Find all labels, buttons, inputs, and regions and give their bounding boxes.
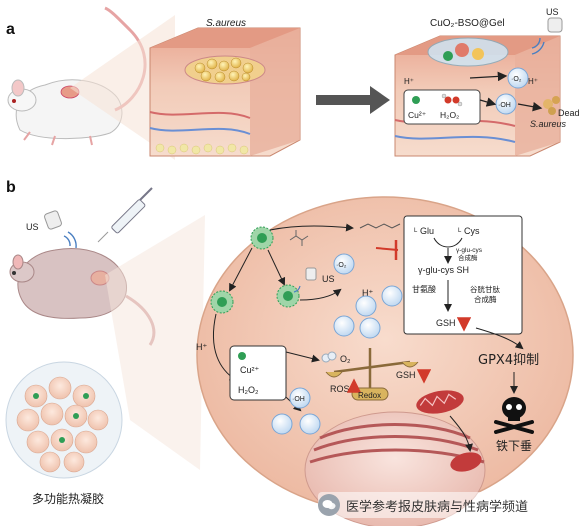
nanoparticle-2-icon [210,290,234,314]
watermark: 医学参考报皮肤病与性病学频道 [318,492,580,518]
h-plus-left-label: H⁺ [196,342,207,352]
h2o2-b-label: H₂O₂ [238,385,259,395]
gsh-synthesis-box [403,215,523,335]
redox-label: Redox [358,391,381,400]
arrow-to-o2-a [469,71,508,82]
arrow-mito-to-nucleus [449,415,473,452]
h2o2-molecule-a-icon [441,93,463,107]
oh-radical-cluster [271,387,321,435]
gpx4-label: GPX4抑制 [478,353,539,368]
skull-icon [494,397,534,434]
us-a-label: US [546,7,559,17]
arrow-np-to-bso [269,223,354,232]
enzyme-2a-label: 谷胱甘肽 [470,284,500,294]
watermark-text: 医学参考报皮肤病与性病学频道 [346,499,529,515]
enzyme-1a-label: γ-glu-cys [456,247,483,254]
glu-label: Glu [420,226,434,236]
zoom-cone [70,15,175,160]
gel-name-label: CuO₂-BSO@Gel [430,18,505,29]
panel-b-label: b [6,179,16,196]
arrow-to-oh-a [479,97,497,107]
reaction-box-b [229,345,287,401]
ultrasound-probe-b-icon [44,210,77,249]
dead-label: Dead [558,108,580,118]
cu-b-label: Cu²⁺ [240,365,260,375]
o2-gas-label: O₂ [340,354,351,364]
bacteria-label: S.aureus [206,18,246,29]
oh-radical-a-label: ·OH [498,102,511,109]
syringe-icon [97,187,153,243]
h-plus-a2-label: H⁺ [528,77,538,86]
gel-caption: 多功能热凝胶 [32,491,104,506]
ros-label: ROS [330,384,350,394]
arrow-np1-to-np3 [267,249,286,286]
ferroptosis-label: 铁下垂 [496,439,532,453]
cu-a-label: Cu²⁺ [408,110,427,120]
dead-bacteria-icon [543,96,560,115]
l-prefix-cys: L [458,228,462,234]
panel-a-label: a [6,21,15,38]
arrow-to-dead-a [517,101,543,112]
arrow-np1-to-np2 [229,247,253,292]
mitochondria-icon [416,390,482,472]
arrow-np3-to-radicals [299,288,342,301]
gsh-scale-label: GSH [396,370,416,380]
zoom-wedge [105,215,205,470]
o2-gas-icon [321,351,337,363]
l-prefix-glu: L [414,228,418,234]
dead-bacteria-label: S.aureus [530,119,567,129]
skin-block-infected [149,27,301,157]
glycine-label: 甘氨酸 [412,284,436,294]
ultrasound-probe-cell-icon [293,267,317,293]
arrow-to-o2-gas [285,351,320,363]
us-b-label: US [26,222,39,232]
gsh-box-label: GSH [436,318,456,328]
copper-ion-a-icon [412,96,420,104]
glu-cys-join [433,237,463,248]
dipeptide-label: γ-glu-cys SH [418,265,469,275]
enzyme-2b-label: 合成酶 [474,294,497,304]
arrow-to-gpx4 [475,327,524,350]
hydrogel-sphere [5,361,123,479]
h2o2-a-label: H₂O₂ [440,110,459,120]
nanoparticle-1-icon [250,226,274,250]
bso-molecule-icon [289,223,401,246]
h-plus-a1-label: H⁺ [404,77,414,86]
cys-label: Cys [464,226,480,236]
o2-radical-label: ·O₂ [336,262,347,269]
treatment-arrow [316,86,390,114]
us-cell-label: US [322,274,335,284]
oh-radical-label: ·OH [292,396,305,403]
wechat-icon [318,494,340,516]
ultrasound-probe-a-icon [531,17,563,55]
o2-radical-cluster [333,253,403,339]
enzyme-1b-label: 合成酶 [458,253,478,262]
nanoparticle-3-icon [276,284,300,308]
o2-radical-a-icon [507,67,529,89]
reaction-box-a [403,89,481,125]
inhibit-line [375,247,399,251]
h-plus-mid-label: H⁺ [362,288,373,298]
o2-radical-a-label: ·O₂ [511,76,522,83]
copper-ion-b-icon [238,352,246,360]
